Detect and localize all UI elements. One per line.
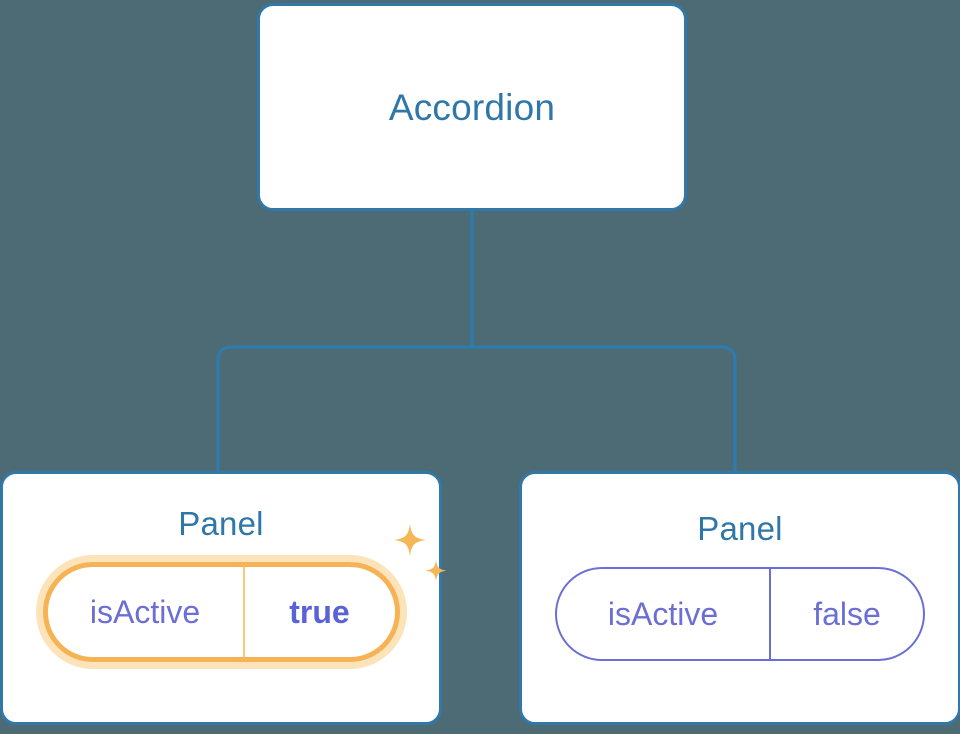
prop-pill-wrap-right: isActive false [555,567,925,661]
prop-pill-isactive-true[interactable]: isActive true [42,562,400,662]
node-panel-right[interactable]: Panel isActive false [519,471,960,725]
sparkle-large-icon [393,524,426,556]
node-accordion[interactable]: Accordion [257,3,687,211]
prop-pill-isactive-false[interactable]: isActive false [555,567,925,661]
prop-pill-value: true [289,594,350,630]
prop-pill-value: false [813,596,881,632]
prop-pill-key: isActive [557,569,771,659]
node-panel-left-title: Panel [178,505,264,542]
prop-pill-wrap-left: isActive true [42,524,447,662]
node-panel-right-title: Panel [697,510,783,547]
node-accordion-title: Accordion [388,86,556,128]
prop-pill-key: isActive [48,567,245,657]
node-panel-left[interactable]: Panel isActive true [0,471,447,725]
connector-branch-right [470,345,737,473]
sparkle-group [388,524,452,590]
sparkle-small-icon [424,560,447,582]
connector-branch-left [216,345,474,473]
